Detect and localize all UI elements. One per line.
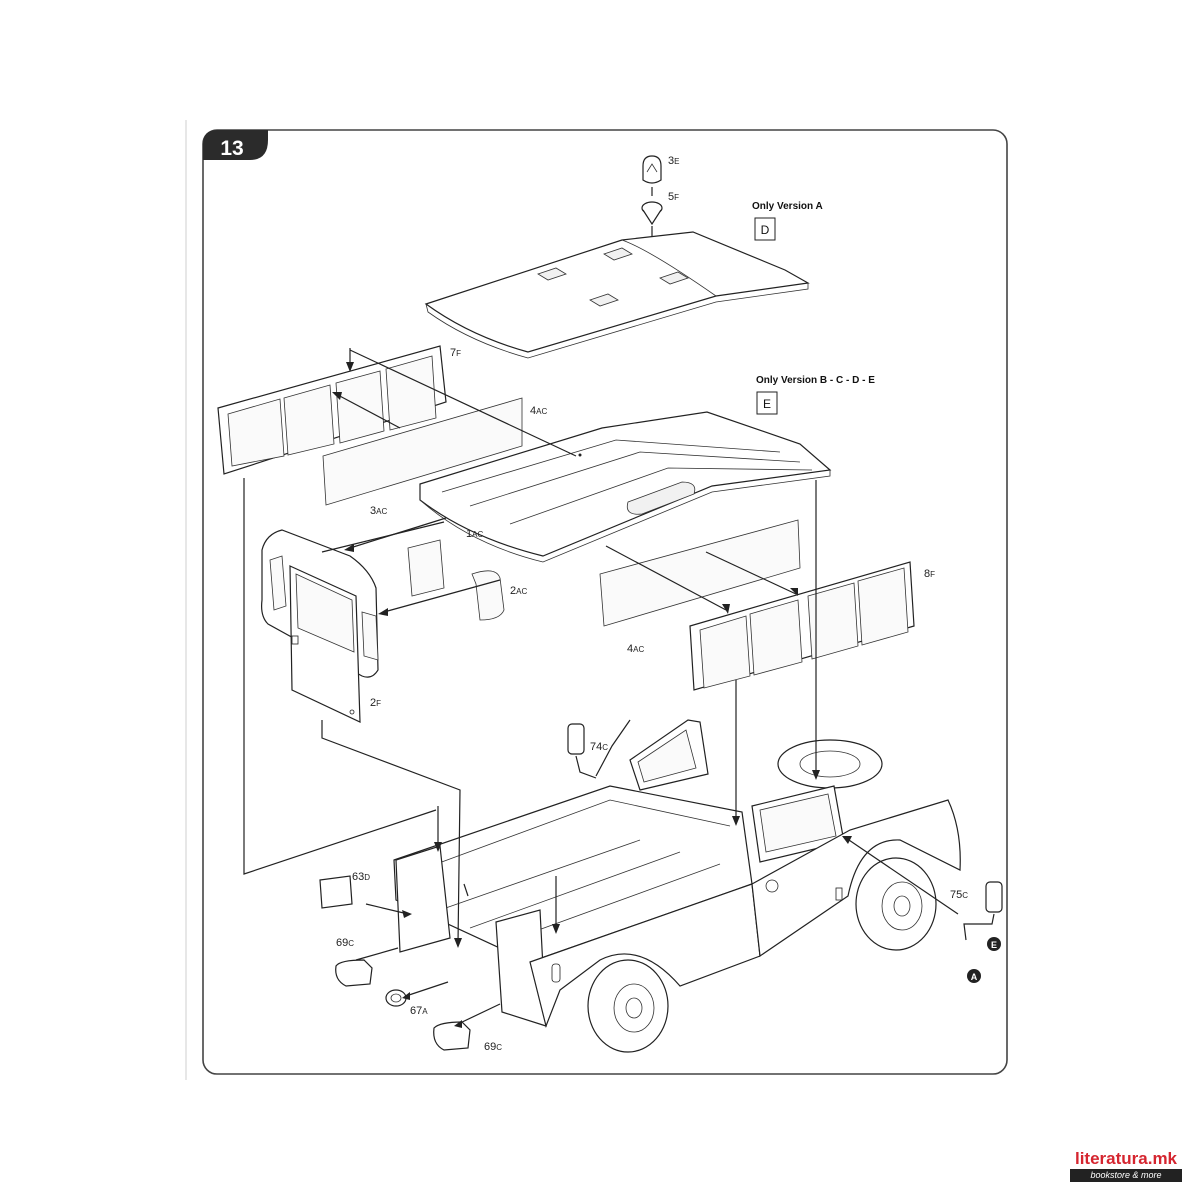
roof-vent-base [641, 201, 663, 226]
part-label: 69C [484, 1041, 502, 1053]
version-box-d-label: D [761, 223, 770, 237]
part-label: 74C [590, 741, 608, 753]
side-window-frame-right [689, 561, 915, 691]
part-label: 5F [668, 191, 679, 203]
version-note-a: Only Version A [752, 201, 823, 212]
part-label: 2F [370, 697, 381, 709]
version-note-bcde: Only Version B - C - D - E [756, 375, 875, 386]
part-label: 8F [924, 568, 935, 580]
roof-vent-cap [642, 155, 662, 184]
assembly-guide-lines [243, 348, 959, 1025]
watermark-logo: literatura.mk bookstore & more [1070, 1149, 1182, 1182]
part-label: 63D [352, 871, 370, 883]
step-number: 13 [220, 137, 243, 160]
part-label: 2AC [510, 585, 527, 597]
part-label: 3AC [370, 505, 387, 517]
marker-a: A [967, 969, 981, 983]
version-box-e-label: E [763, 397, 771, 411]
mirror-right [963, 881, 1003, 941]
marker-e: E [987, 937, 1001, 951]
rear-quarter-glass [407, 539, 445, 597]
step-badge: 13 [203, 130, 268, 160]
version-box-e [756, 391, 778, 415]
number-plate [319, 875, 353, 909]
part-label: 7F [450, 347, 461, 359]
side-quarter-glass [471, 570, 505, 621]
mud-flap-left [335, 959, 373, 987]
mud-flap-right [433, 1021, 471, 1051]
part-labels: 3E 5F 7F 4AC 3AC 1AC 2AC 8F 4AC 2F 74C 6… [336, 155, 968, 1053]
part-label: 1AC [466, 528, 483, 540]
svg-text:A: A [971, 972, 978, 982]
part-label: 4AC [627, 643, 644, 655]
watermark-name: literatura.mk [1074, 1149, 1178, 1168]
glass-sheet-upper [322, 397, 523, 506]
vehicle-body [393, 719, 961, 1053]
svg-text:E: E [991, 940, 997, 950]
rear-body-section [261, 529, 379, 723]
part-label: 3E [668, 155, 679, 167]
glass-sheet-lower [599, 519, 801, 627]
roof-panel-version-a [424, 231, 810, 359]
watermark-tagline: bookstore & more [1070, 1169, 1182, 1182]
arrow-heads [332, 362, 852, 1028]
version-box-d [754, 217, 776, 241]
hard-top-version-bcde [419, 411, 832, 563]
part-label: 75C [950, 889, 968, 901]
mirror-left [567, 723, 597, 779]
part-label: 69C [336, 937, 354, 949]
part-label: 67A [410, 1005, 428, 1017]
part-label: 4AC [530, 405, 547, 417]
step-frame [202, 129, 1008, 1075]
